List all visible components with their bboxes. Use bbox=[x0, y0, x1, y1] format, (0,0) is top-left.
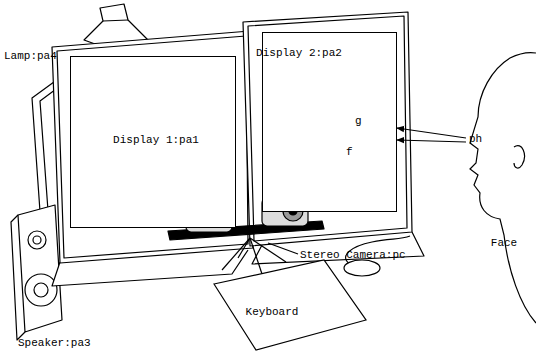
speaker-body bbox=[18, 205, 62, 332]
face-outline bbox=[466, 55, 536, 352]
keyboard-outline bbox=[208, 258, 370, 352]
part-label: Stereo Camera:pc bbox=[300, 250, 406, 261]
tripod-leg bbox=[238, 238, 250, 258]
display-screen: Display 1:pa1 bbox=[70, 56, 236, 228]
head-profile bbox=[470, 53, 536, 323]
part-label: ph bbox=[469, 134, 482, 145]
part-label: Speaker:pa3 bbox=[18, 338, 91, 349]
node-text: Display 2:pa2 bbox=[256, 48, 342, 59]
gaze-arrow bbox=[397, 140, 466, 142]
lamp-shade-rim bbox=[103, 20, 128, 21]
keyboard-outline: Keyboard bbox=[208, 258, 370, 352]
part-label: Lamp:pa4 bbox=[4, 51, 57, 62]
face-outline: Face bbox=[466, 55, 536, 352]
speaker-tweeter bbox=[33, 236, 41, 244]
speaker-tweeter bbox=[28, 231, 46, 249]
display-bezel bbox=[248, 16, 407, 241]
keyboard-shape bbox=[214, 260, 366, 350]
tripod-leg bbox=[250, 238, 286, 262]
mouse bbox=[344, 260, 380, 276]
display-bezel bbox=[57, 36, 248, 258]
edge-label: g bbox=[355, 116, 362, 127]
tripod-leg bbox=[222, 238, 250, 270]
tripod-leg bbox=[250, 238, 262, 274]
speaker-side bbox=[11, 215, 25, 340]
speaker-woofer bbox=[25, 274, 57, 306]
node-text: Keyboard bbox=[246, 307, 299, 318]
speaker-woofer bbox=[34, 283, 48, 297]
display-screen: Display 2:pa2 bbox=[262, 32, 397, 212]
edge-label: f bbox=[346, 147, 353, 158]
node-text: Face bbox=[491, 238, 517, 249]
display-bezel bbox=[243, 12, 412, 246]
leader-line bbox=[268, 243, 298, 254]
node-text: Display 1:pa1 bbox=[113, 135, 199, 146]
display-bezel bbox=[52, 31, 253, 263]
gaze-arrow bbox=[397, 128, 466, 138]
